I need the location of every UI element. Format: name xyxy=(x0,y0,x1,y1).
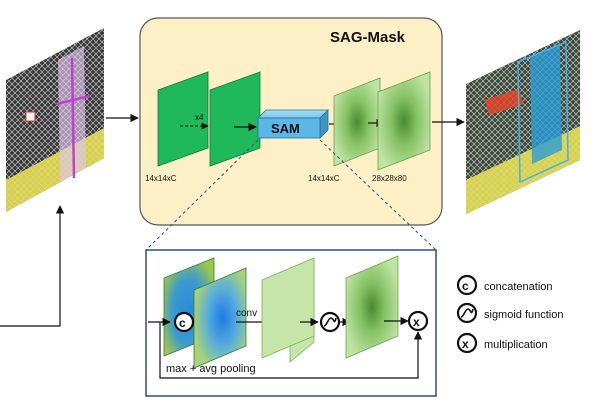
legend-concat-glyph: c xyxy=(462,279,469,293)
sigmoid-op xyxy=(319,311,341,333)
multiply-op-glyph: x xyxy=(413,315,420,329)
legend-multiply-glyph: x xyxy=(462,337,469,351)
legend-sigmoid-text: sigmoid function xyxy=(484,309,564,321)
legend-sigmoid-glyph xyxy=(460,308,474,318)
pooling-label: max + avg pooling xyxy=(166,363,256,375)
head-input-dims: 14x14xC xyxy=(145,174,177,183)
repeat-label: x4 xyxy=(195,113,204,122)
mask-output-map xyxy=(377,71,431,171)
input-image xyxy=(6,28,104,212)
zoom-line-right xyxy=(319,139,437,251)
conv-output-map-front xyxy=(261,257,315,359)
skip-connection-arrow xyxy=(159,322,423,379)
legend-multiply-symbol xyxy=(456,332,478,354)
person-mask xyxy=(530,44,562,164)
sag-mask-title: SAG-Mask xyxy=(330,29,406,46)
multiply-op xyxy=(407,310,429,332)
legend-concat-symbol xyxy=(456,274,478,296)
sam-label: SAM xyxy=(271,121,300,136)
concat-op-glyph: c xyxy=(179,316,186,330)
keypoint-vertical-line xyxy=(70,57,76,179)
sigmoid-op-glyph xyxy=(323,317,337,327)
legend: c concatenation sigmoid function x multi… xyxy=(456,274,564,354)
legend-concat-text: concatenation xyxy=(484,281,553,293)
sigmoid-output-map xyxy=(345,255,399,359)
feedback-arrow xyxy=(0,205,65,327)
output-image xyxy=(466,30,580,214)
legend-item-sigmoid: sigmoid function xyxy=(456,302,564,324)
sam-block: SAM xyxy=(257,109,329,139)
red-object-mask xyxy=(484,88,524,116)
mask-output-dims: 28x28x80 xyxy=(372,174,407,183)
person-bbox xyxy=(517,40,569,184)
sam-output-dims: 14x14xC xyxy=(308,174,340,183)
small-marker xyxy=(25,111,36,122)
legend-multiply-text: multiplication xyxy=(484,339,548,351)
conv-label: conv xyxy=(236,308,257,319)
legend-item-multiplication: x multiplication xyxy=(456,332,548,354)
zoom-line-left xyxy=(145,139,259,251)
concat-op xyxy=(173,311,195,333)
legend-sigmoid-symbol xyxy=(456,302,478,324)
pooled-map-avg xyxy=(193,267,247,369)
conv-feature-map-1 xyxy=(157,71,209,167)
legend-item-concatenation: c concatenation xyxy=(456,274,553,296)
conv-feature-map-2 xyxy=(209,71,261,167)
keypoint-horizontal-line xyxy=(55,94,91,106)
